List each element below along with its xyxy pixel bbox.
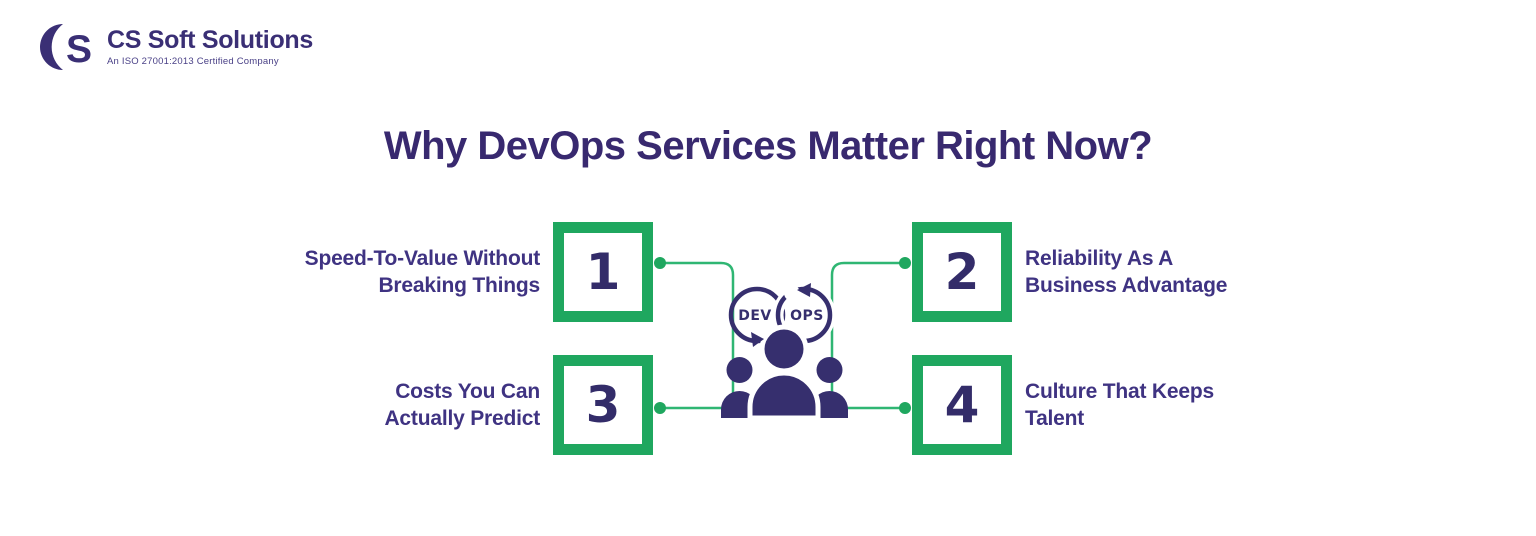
step-label-3: Costs You Can Actually Predict: [260, 378, 540, 432]
step-box-2: 2: [912, 222, 1012, 322]
company-name: CS Soft Solutions: [107, 26, 313, 54]
step-number-3: 3: [585, 376, 621, 434]
connector-line-2: [830, 261, 905, 408]
logo-mark-crescent: [40, 24, 63, 70]
logo-text: CS Soft Solutions An ISO 27001:2013 Cert…: [107, 22, 313, 67]
dev-label: DEV: [738, 308, 772, 324]
step-box-1: 1: [553, 222, 653, 322]
ops-arrowhead: [797, 283, 811, 297]
logo: S CS Soft Solutions An ISO 27001:2013 Ce…: [38, 22, 313, 72]
ops-label: OPS: [790, 308, 824, 324]
step-label-1-line1: Speed-To-Value Without: [304, 247, 541, 270]
step-label-1-line2: Breaking Things: [378, 274, 540, 297]
step-label-4: Culture That Keeps Talent: [1025, 378, 1315, 432]
right-person-head: [816, 357, 843, 383]
step-label-4-line2: Talent: [1025, 407, 1085, 430]
step-label-3-line2: Actually Predict: [384, 407, 540, 430]
step-label-4-line1: Culture That Keeps: [1025, 380, 1214, 403]
logo-mark-letter: S: [66, 28, 92, 71]
step-box-3: 3: [553, 355, 653, 455]
step-box-4: 4: [912, 355, 1012, 455]
step-label-1: Speed-To-Value Without Breaking Things: [260, 245, 541, 299]
step-label-2-line1: Reliability As A: [1025, 247, 1174, 270]
step-number-2: 2: [944, 243, 980, 301]
step-number-1: 1: [585, 243, 621, 301]
connector-dot-2: [899, 257, 911, 269]
left-person-head: [726, 357, 753, 383]
connector-line-1: [660, 261, 735, 408]
step-number-4: 4: [944, 376, 980, 434]
connector-dot-1: [654, 257, 666, 269]
devops-team-icon: DEV OPS: [721, 283, 848, 421]
loop-gap: [784, 285, 800, 301]
step-label-2: Reliability As A Business Advantage: [1025, 245, 1315, 299]
connector-dot-3: [654, 402, 666, 414]
center-person-head: [764, 329, 804, 369]
logo-tagline: An ISO 27001:2013 Certified Company: [107, 56, 279, 67]
dev-arrowhead: [751, 332, 764, 347]
logo-mark-icon: S: [40, 24, 92, 71]
step-label-3-line1: Costs You Can: [395, 380, 540, 403]
page-title: Why DevOps Services Matter Right Now?: [383, 124, 1153, 168]
step-label-2-line2: Business Advantage: [1025, 274, 1228, 297]
center-person-body: [747, 370, 821, 421]
connector-dot-4: [899, 402, 911, 414]
